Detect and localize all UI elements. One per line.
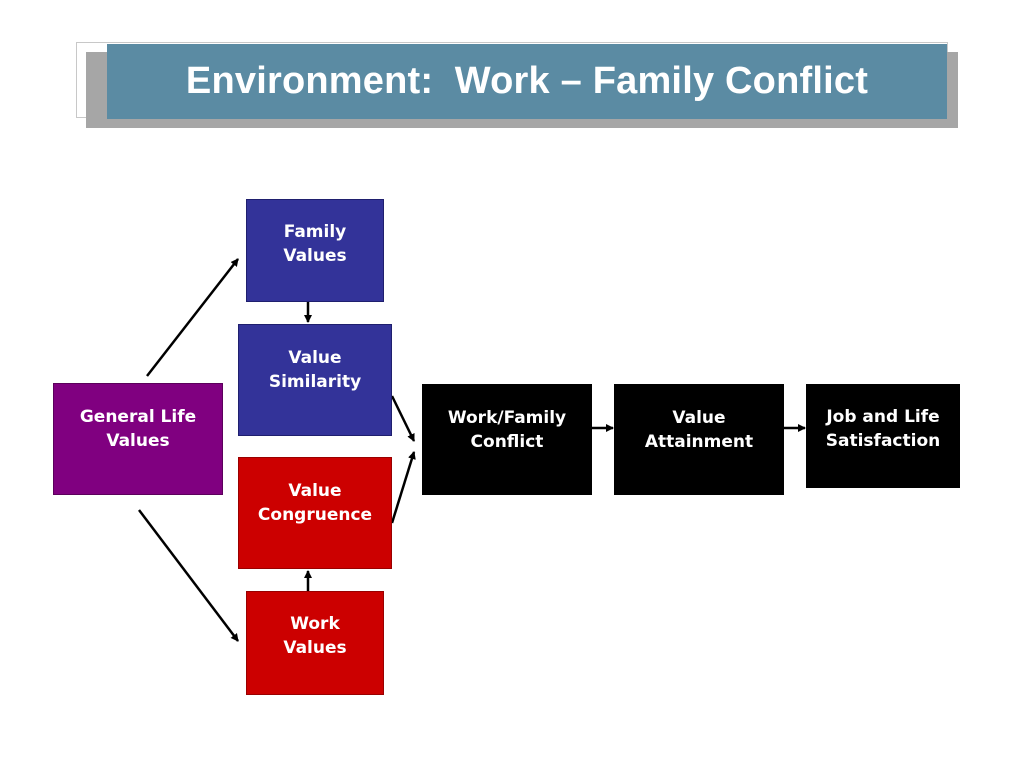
- node-label-line2: Similarity: [268, 372, 362, 392]
- node-label-line2: Values: [283, 246, 347, 266]
- node-label-line2: Congruence: [257, 505, 373, 525]
- slide-title: Environment: Work – Family Conflict: [185, 60, 869, 102]
- node-label-line1: Job and Life: [826, 407, 940, 427]
- node-label-line2: Values: [106, 431, 170, 451]
- node-value-congruence: Value Congruence: [238, 457, 392, 569]
- node-label-line1: Value: [288, 348, 342, 368]
- arrow-general-to-work: [138, 509, 239, 642]
- node-family-values: Family Values: [246, 199, 384, 302]
- node-label-line1: General Life: [79, 407, 197, 427]
- node-general-life-values: General Life Values: [53, 383, 223, 495]
- node-work-values: Work Values: [246, 591, 384, 695]
- node-work-family-conflict: Work/Family Conflict: [422, 384, 592, 495]
- arrow-general-to-family: [146, 258, 239, 377]
- node-label-line1: Family: [283, 222, 347, 242]
- node-label-line1: Work/Family: [447, 408, 567, 428]
- node-label-line1: Value: [288, 481, 342, 501]
- node-label-line1: Work: [290, 614, 340, 634]
- arrow-congruence-to-conflict: [390, 451, 416, 524]
- node-value-similarity: Value Similarity: [238, 324, 392, 436]
- arrow-similarity-to-conflict: [390, 395, 416, 442]
- title-banner: Environment: Work – Family Conflict: [107, 44, 947, 119]
- node-job-life-satisfaction: Job and Life Satisfaction: [806, 384, 960, 488]
- node-label-line2: Values: [283, 638, 347, 658]
- node-label-line2: Conflict: [470, 432, 544, 452]
- node-value-attainment: Value Attainment: [614, 384, 784, 495]
- node-label-line2: Attainment: [644, 432, 754, 452]
- node-label-line2: Satisfaction: [825, 431, 941, 451]
- node-label-line1: Value: [672, 408, 726, 428]
